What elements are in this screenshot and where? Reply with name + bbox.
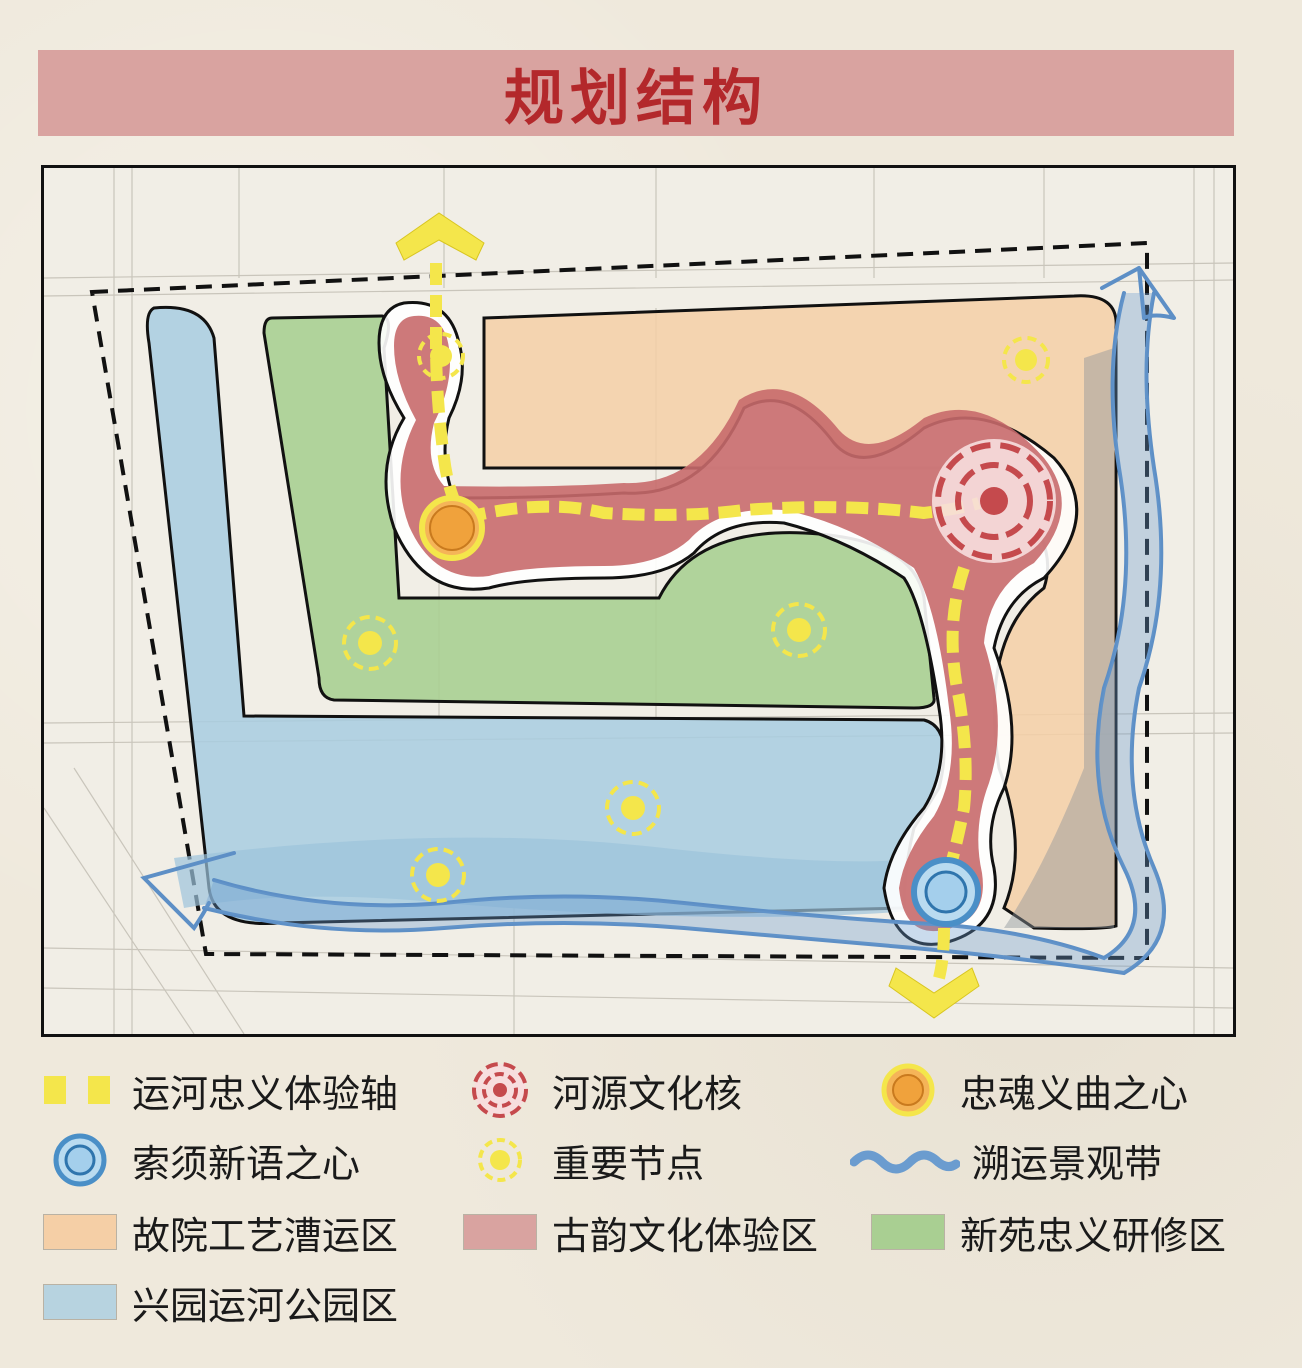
legend-item-zone-green: 新苑忠义研修区 [868, 1202, 1226, 1262]
red-swatch [460, 1202, 540, 1262]
blue-swatch [40, 1272, 120, 1332]
legend-item-node: 重要节点 [460, 1130, 704, 1190]
legend-item-zone-blue: 兴园运河公园区 [40, 1272, 398, 1332]
legend-label: 故院工艺漕运区 [132, 1213, 399, 1258]
legend-label: 新苑忠义研修区 [960, 1213, 1227, 1258]
page-title: 规划结构 [504, 63, 768, 134]
legend-label: 忠魂义曲之心 [960, 1071, 1189, 1116]
title-bar: 规划结构 [38, 50, 1234, 136]
red-target-icon [460, 1060, 540, 1120]
node-1 [417, 332, 465, 380]
legend-item-axis: 运河忠义体验轴 [40, 1060, 398, 1120]
culture-core-target [932, 439, 1056, 563]
yellow-dashed-circle-icon [460, 1130, 540, 1190]
legend-item-core: 河源文化核 [460, 1060, 742, 1120]
orange-swatch [40, 1202, 120, 1262]
node-6 [410, 847, 466, 903]
node-2 [1002, 336, 1050, 384]
map-svg [44, 168, 1233, 1034]
river-belt-fill [204, 293, 1164, 973]
yellow-dash-icon [40, 1060, 120, 1120]
legend-item-belt: 溯运景观带 [850, 1130, 1162, 1190]
planning-structure-map [41, 165, 1236, 1037]
legend-item-zone-red: 古韵文化体验区 [460, 1202, 818, 1262]
zone-blue-belt [174, 837, 944, 917]
legend-label: 溯运景观带 [972, 1141, 1163, 1186]
legend-label: 古韵文化体验区 [552, 1213, 819, 1258]
orange-heart-ring [419, 495, 485, 561]
blue-wave-icon [850, 1130, 960, 1190]
node-5 [605, 780, 661, 836]
node-4 [771, 602, 827, 658]
legend: 运河忠义体验轴 河源文化核 忠魂义曲之心 索须新语之心 重要节点 溯运景观带 [0, 1050, 1302, 1368]
axis-arrow-north [395, 212, 485, 261]
legend-label: 兴园运河公园区 [132, 1283, 399, 1328]
important-nodes [342, 332, 1050, 903]
node-3 [342, 615, 398, 671]
legend-item-heart-orange: 忠魂义曲之心 [868, 1060, 1188, 1120]
legend-item-zone-orange: 故院工艺漕运区 [40, 1202, 398, 1262]
legend-label: 重要节点 [552, 1141, 705, 1186]
legend-label: 运河忠义体验轴 [132, 1071, 399, 1116]
axis-arrow-south [888, 967, 980, 1019]
zone-red [394, 315, 1062, 932]
site-boundary [89, 240, 1149, 961]
green-swatch [868, 1202, 948, 1262]
orange-ring-icon [868, 1060, 948, 1120]
blue-ring-icon [40, 1130, 120, 1190]
legend-label: 索须新语之心 [132, 1141, 361, 1186]
legend-item-heart-blue: 索须新语之心 [40, 1130, 360, 1190]
blue-heart-ring [911, 857, 981, 927]
legend-label: 河源文化核 [552, 1071, 743, 1116]
river-landscape-belt [140, 266, 1176, 976]
zone-grey-strip [1004, 348, 1114, 928]
